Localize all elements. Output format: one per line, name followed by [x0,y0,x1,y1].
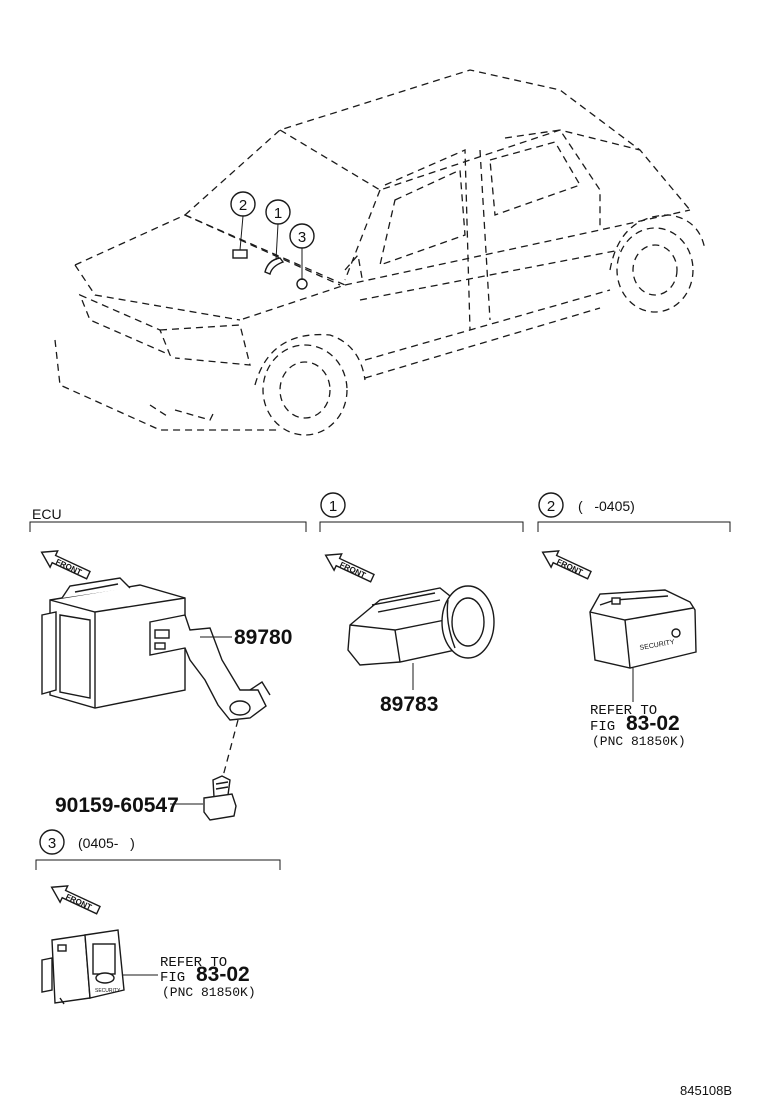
section-2-range: ( -0405) [578,498,635,514]
section-3-range: (0405- ) [78,835,135,851]
section-2-number: 2 [547,498,555,515]
security-switch-s2: SECURITY [589,589,697,669]
front-arrow-s1-label: FRONT [338,560,367,580]
section-2-header: 2 ( -0405) [537,492,731,532]
component-3-glyph [296,278,308,290]
part-number-89783: 89783 [380,693,438,716]
component-1-glyph [264,257,285,275]
ecu-unit [41,577,271,721]
front-arrow-s1: FRONT [324,553,375,583]
callout-2: 2 [230,191,256,217]
refer-s3-fig-number: 83-02 [196,963,250,986]
security-switch-s3: SECURITY [41,929,125,1005]
refer-note-s3: REFER TO FIG 83-02 (PNC 81850K) [160,955,256,1000]
ecu-label: ECU [32,506,62,522]
sensor-89783 [347,585,495,666]
bolt-assembly-line [221,719,239,781]
diagram-code: 845108B [680,1083,732,1098]
refer-s2-fig-prefix: FIG [590,719,615,735]
callout-2-label: 2 [239,197,247,214]
refer-s2-line1: REFER TO [590,703,657,719]
refer-s3-pnc: (PNC 81850K) [162,985,256,1000]
front-arrow-ecu-label: FRONT [54,557,83,577]
switch-s3-label: SECURITY [95,988,121,994]
refer-s3-line1: REFER TO [160,955,227,971]
refer-note-s2: REFER TO FIG 83-02 (PNC 81850K) [590,703,686,749]
callout-1: 1 [265,199,291,225]
part-number-89780: 89780 [234,626,292,649]
section-3-header: 3 (0405- ) [35,829,281,870]
section-3-number: 3 [48,835,56,852]
section-ecu-header: ECU [29,506,307,532]
refer-s3-fig-prefix: FIG [160,970,185,986]
bolt-90159 [203,775,237,821]
front-arrow-s3-label: FRONT [64,892,93,912]
front-arrow-ecu: FRONT [40,550,91,580]
callout-3: 3 [289,223,315,249]
callout-3-label: 3 [298,229,306,246]
car-illustration: 2 1 3 [54,69,706,436]
section-1-number: 1 [329,498,337,515]
section-1-header: 1 [319,492,524,532]
refer-s2-fig-number: 83-02 [626,712,680,735]
front-arrow-s2-label: FRONT [555,557,584,577]
callout-1-label: 1 [274,205,282,222]
refer-s2-pnc: (PNC 81850K) [592,734,686,749]
component-2-glyph [232,249,248,259]
front-arrow-s3: FRONT [50,885,101,915]
part-number-90159-60547: 90159-60547 [55,794,179,817]
front-arrow-s2: FRONT [541,550,592,580]
